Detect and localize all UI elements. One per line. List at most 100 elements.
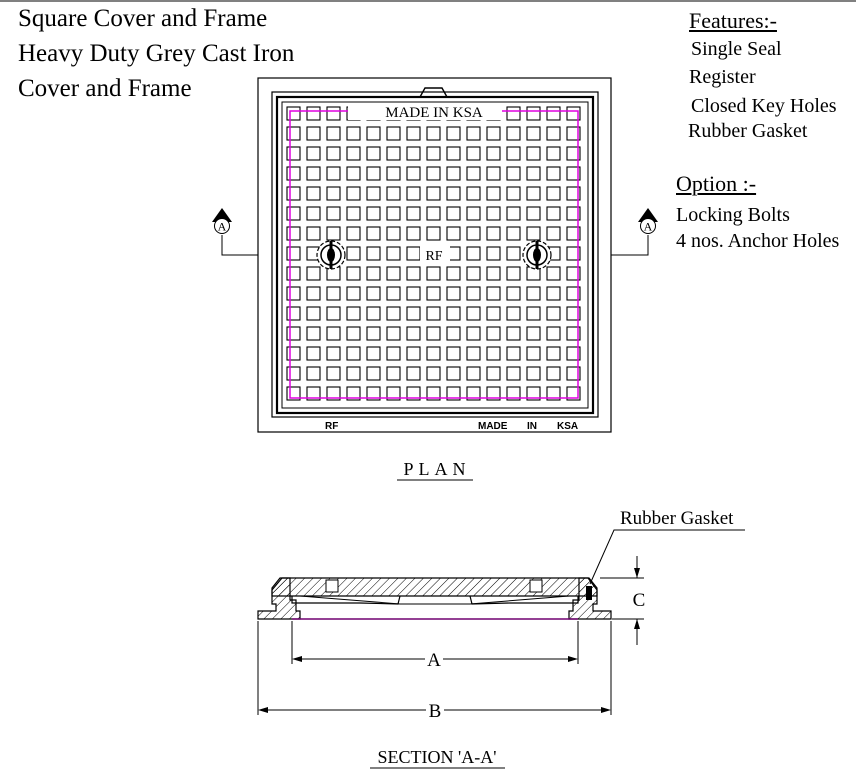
pattern-square (526, 106, 541, 121)
pattern-square (506, 106, 521, 121)
pattern-square (426, 206, 441, 221)
pattern-square (546, 226, 561, 241)
pattern-square (406, 146, 421, 161)
pattern-square (506, 366, 521, 381)
pattern-square (546, 166, 561, 181)
pattern-square (566, 166, 581, 181)
pattern-square (546, 186, 561, 201)
pattern-square (326, 146, 341, 161)
pattern-square (426, 166, 441, 181)
pattern-square (386, 226, 401, 241)
pattern-square (546, 326, 561, 341)
gasket-leader (589, 529, 745, 585)
pattern-square (366, 226, 381, 241)
pattern-square (366, 126, 381, 141)
pattern-square (526, 166, 541, 181)
pattern-square (286, 226, 301, 241)
pattern-square (386, 306, 401, 321)
pattern-square (446, 146, 461, 161)
pattern-square (566, 386, 581, 401)
key-hole-left[interactable] (316, 240, 346, 270)
plan-caption: PLAN (403, 459, 470, 479)
pattern-square (306, 206, 321, 221)
pattern-square (386, 126, 401, 141)
pattern-square (466, 246, 481, 261)
cover-section (271, 577, 598, 597)
pattern-square (546, 366, 561, 381)
option-heading: Option :- (676, 171, 757, 196)
pattern-square (566, 266, 581, 281)
pattern-square (486, 366, 501, 381)
pattern-square (446, 186, 461, 201)
pattern-square (566, 326, 581, 341)
pattern-square (426, 266, 441, 281)
pattern-square (466, 286, 481, 301)
pattern-square (406, 266, 421, 281)
frame-seat (271, 91, 599, 418)
key-block-left (325, 579, 339, 593)
pattern-square (286, 126, 301, 141)
pattern-square (406, 226, 421, 241)
pattern-square (526, 226, 541, 241)
pattern-square (506, 146, 521, 161)
pattern-square (326, 346, 341, 361)
pattern-square (346, 386, 361, 401)
pattern-square (306, 146, 321, 161)
pattern-square (326, 206, 341, 221)
pattern-square (546, 386, 561, 401)
pattern-square (366, 346, 381, 361)
pattern-square (386, 386, 401, 401)
pattern-square (486, 126, 501, 141)
pattern-square (506, 286, 521, 301)
cover-text: MADE IN KSA (385, 105, 483, 121)
pattern-square (386, 206, 401, 221)
pattern-square (326, 106, 341, 121)
pattern-square (566, 226, 581, 241)
pattern-square (466, 326, 481, 341)
pattern-square (406, 366, 421, 381)
center-text-band (420, 246, 450, 263)
pattern-square (286, 286, 301, 301)
frame-text-left: RF (325, 421, 338, 432)
pattern-square (486, 146, 501, 161)
cover-camber (299, 595, 570, 605)
pattern-square (326, 226, 341, 241)
frame-text-made: MADE (478, 421, 508, 432)
pattern-square (506, 166, 521, 181)
pattern-square (526, 126, 541, 141)
lift-notch (419, 87, 448, 98)
pattern-square (346, 186, 361, 201)
pattern-square (366, 326, 381, 341)
pattern-square (546, 126, 561, 141)
pattern-square (306, 326, 321, 341)
pattern-square (306, 366, 321, 381)
pattern-square (366, 206, 381, 221)
pattern-square (426, 126, 441, 141)
pattern-square (466, 166, 481, 181)
pattern-square (466, 206, 481, 221)
pattern-square (406, 286, 421, 301)
pattern-square (546, 306, 561, 321)
pattern-square (306, 226, 321, 241)
cover-inner (281, 101, 589, 409)
pattern-square (286, 166, 301, 181)
pattern-square (366, 166, 381, 181)
pattern-square (466, 366, 481, 381)
pattern-square (386, 366, 401, 381)
feature-item: Register (689, 66, 756, 88)
pattern-square (486, 286, 501, 301)
pattern-square (566, 286, 581, 301)
dim-b-label: B (429, 701, 442, 722)
key-hole-right[interactable] (522, 240, 552, 270)
pattern-square (486, 186, 501, 201)
pattern-square (426, 386, 441, 401)
key-block-right (529, 579, 543, 593)
pattern-square (366, 366, 381, 381)
pattern-square (506, 126, 521, 141)
pattern-square (566, 146, 581, 161)
pattern-square (546, 106, 561, 121)
pattern-square (466, 226, 481, 241)
pattern-square (346, 246, 361, 261)
pattern-square (406, 186, 421, 201)
pattern-square (446, 306, 461, 321)
